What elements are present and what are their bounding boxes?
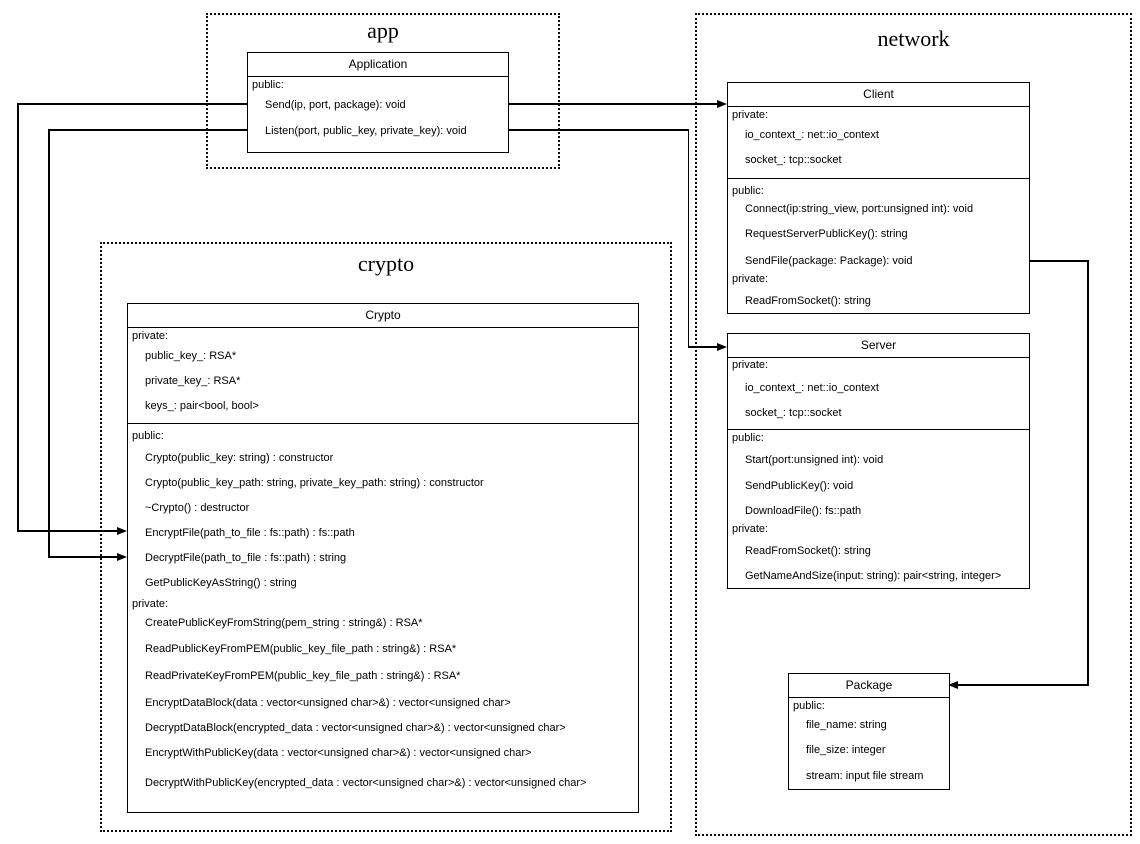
compartment-divider [728, 178, 1029, 179]
class-crypto-title: Crypto [128, 304, 638, 328]
field-row: keys_: pair<bool, bool> [145, 400, 259, 412]
class-client: Client private: io_context_: net::io_con… [727, 82, 1030, 314]
package-title-crypto: crypto [357, 251, 415, 276]
field-row: io_context_: net::io_context [745, 382, 879, 394]
field-row: socket_: tcp::socket [745, 154, 842, 166]
method-row: SendPublicKey(): void [745, 480, 854, 492]
package-frame-crypto: crypto [100, 242, 672, 832]
connector-listen-to-decryptfile-segment [48, 556, 117, 558]
connector-sendfile-to-package-segment [958, 684, 1089, 686]
method-row: GetPublicKeyAsString() : string [145, 577, 297, 589]
method-row: ReadPublicKeyFromPEM(public_key_file_pat… [145, 643, 457, 655]
method-row: Listen(port, public_key, private_key): v… [265, 125, 467, 137]
method-row: DecryptFile(path_to_file : fs::path) : s… [145, 552, 347, 564]
package-frame-app: app [206, 13, 560, 169]
method-row: EncryptFile(path_to_file : fs::path) : f… [145, 527, 355, 539]
method-row: CreatePublicKeyFromString(pem_string : s… [145, 617, 423, 629]
class-server-title: Server [728, 334, 1029, 358]
connector-send-to-encryptfile-segment [17, 103, 247, 105]
field-row: socket_: tcp::socket [745, 407, 842, 419]
class-server: Server private: io_context_: net::io_con… [727, 333, 1030, 589]
method-row: Crypto(public_key_path: string, private_… [145, 477, 484, 489]
field-row: io_context_: net::io_context [745, 129, 879, 141]
connector-listen-to-decryptfile-segment [48, 129, 50, 558]
visibility-label: private: [132, 330, 169, 342]
method-row: EncryptDataBlock(data : vector<unsigned … [145, 697, 511, 709]
connector-send-to-client-arrowhead-icon [717, 99, 727, 108]
method-row: DecryptWithPublicKey(encrypted_data : ve… [145, 777, 587, 789]
field-row: file_name: string [806, 719, 887, 731]
compartment-divider [128, 423, 638, 424]
connector-sendfile-to-package-arrowhead-icon [948, 680, 958, 689]
class-crypto: Crypto private: public_key_: RSA* privat… [127, 303, 639, 813]
method-row: DecryptDataBlock(encrypted_data : vector… [145, 722, 566, 734]
class-application: Application public: Send(ip, port, packa… [247, 52, 509, 153]
compartment-divider [728, 429, 1029, 430]
package-frame-network: network [695, 13, 1132, 836]
field-row: public_key_: RSA* [145, 350, 237, 362]
method-row: Start(port:unsigned int): void [745, 454, 884, 466]
visibility-label: public: [732, 185, 764, 197]
connector-send-to-encryptfile-segment [17, 530, 117, 532]
method-row: ReadPrivateKeyFromPEM(public_key_file_pa… [145, 670, 461, 682]
connector-listen-to-server-segment [687, 346, 718, 348]
connector-send-to-encryptfile-segment [17, 103, 19, 532]
visibility-label: private: [132, 598, 169, 610]
connector-listen-to-server-segment [507, 129, 689, 131]
visibility-label: public: [252, 79, 284, 91]
method-row: EncryptWithPublicKey(data : vector<unsig… [145, 747, 532, 759]
method-row: RequestServerPublicKey(): string [745, 228, 908, 240]
method-row: Send(ip, port, package): void [265, 99, 406, 111]
connector-listen-to-server-segment [687, 129, 689, 348]
visibility-label: public: [732, 432, 764, 444]
method-row: DownloadFile(): fs::path [745, 505, 862, 517]
method-row: SendFile(package: Package): void [745, 255, 913, 267]
method-row: ReadFromSocket(): string [745, 545, 871, 557]
connector-listen-to-server-arrowhead-icon [717, 342, 727, 351]
class-client-title: Client [728, 83, 1029, 107]
package-title-network: network [877, 26, 950, 51]
connector-sendfile-to-package-segment [1028, 260, 1089, 262]
visibility-label: private: [732, 273, 769, 285]
method-row: Connect(ip:string_view, port:unsigned in… [745, 203, 974, 215]
field-row: stream: input file stream [806, 770, 924, 782]
field-row: file_size: integer [806, 744, 886, 756]
visibility-label: private: [732, 109, 769, 121]
connector-send-to-encryptfile-arrowhead-icon [117, 526, 127, 535]
package-title-app: app [367, 18, 399, 43]
visibility-label: public: [793, 700, 825, 712]
connector-send-to-client-segment [507, 103, 717, 105]
visibility-label: public: [132, 430, 164, 442]
field-row: private_key_: RSA* [145, 375, 241, 387]
connector-sendfile-to-package-segment [1087, 260, 1089, 686]
class-application-title: Application [248, 53, 508, 77]
visibility-label: private: [732, 523, 769, 535]
class-package: Package public: file_name: string file_s… [788, 673, 950, 790]
class-package-title: Package [789, 674, 949, 698]
method-row: GetNameAndSize(input: string): pair<stri… [745, 570, 1002, 582]
method-row: Crypto(public_key: string) : constructor [145, 452, 334, 464]
connector-listen-to-decryptfile-arrowhead-icon [117, 552, 127, 561]
visibility-label: private: [732, 359, 769, 371]
method-row: ~Crypto() : destructor [145, 502, 250, 514]
method-row: ReadFromSocket(): string [745, 295, 871, 307]
connector-listen-to-decryptfile-segment [48, 129, 247, 131]
